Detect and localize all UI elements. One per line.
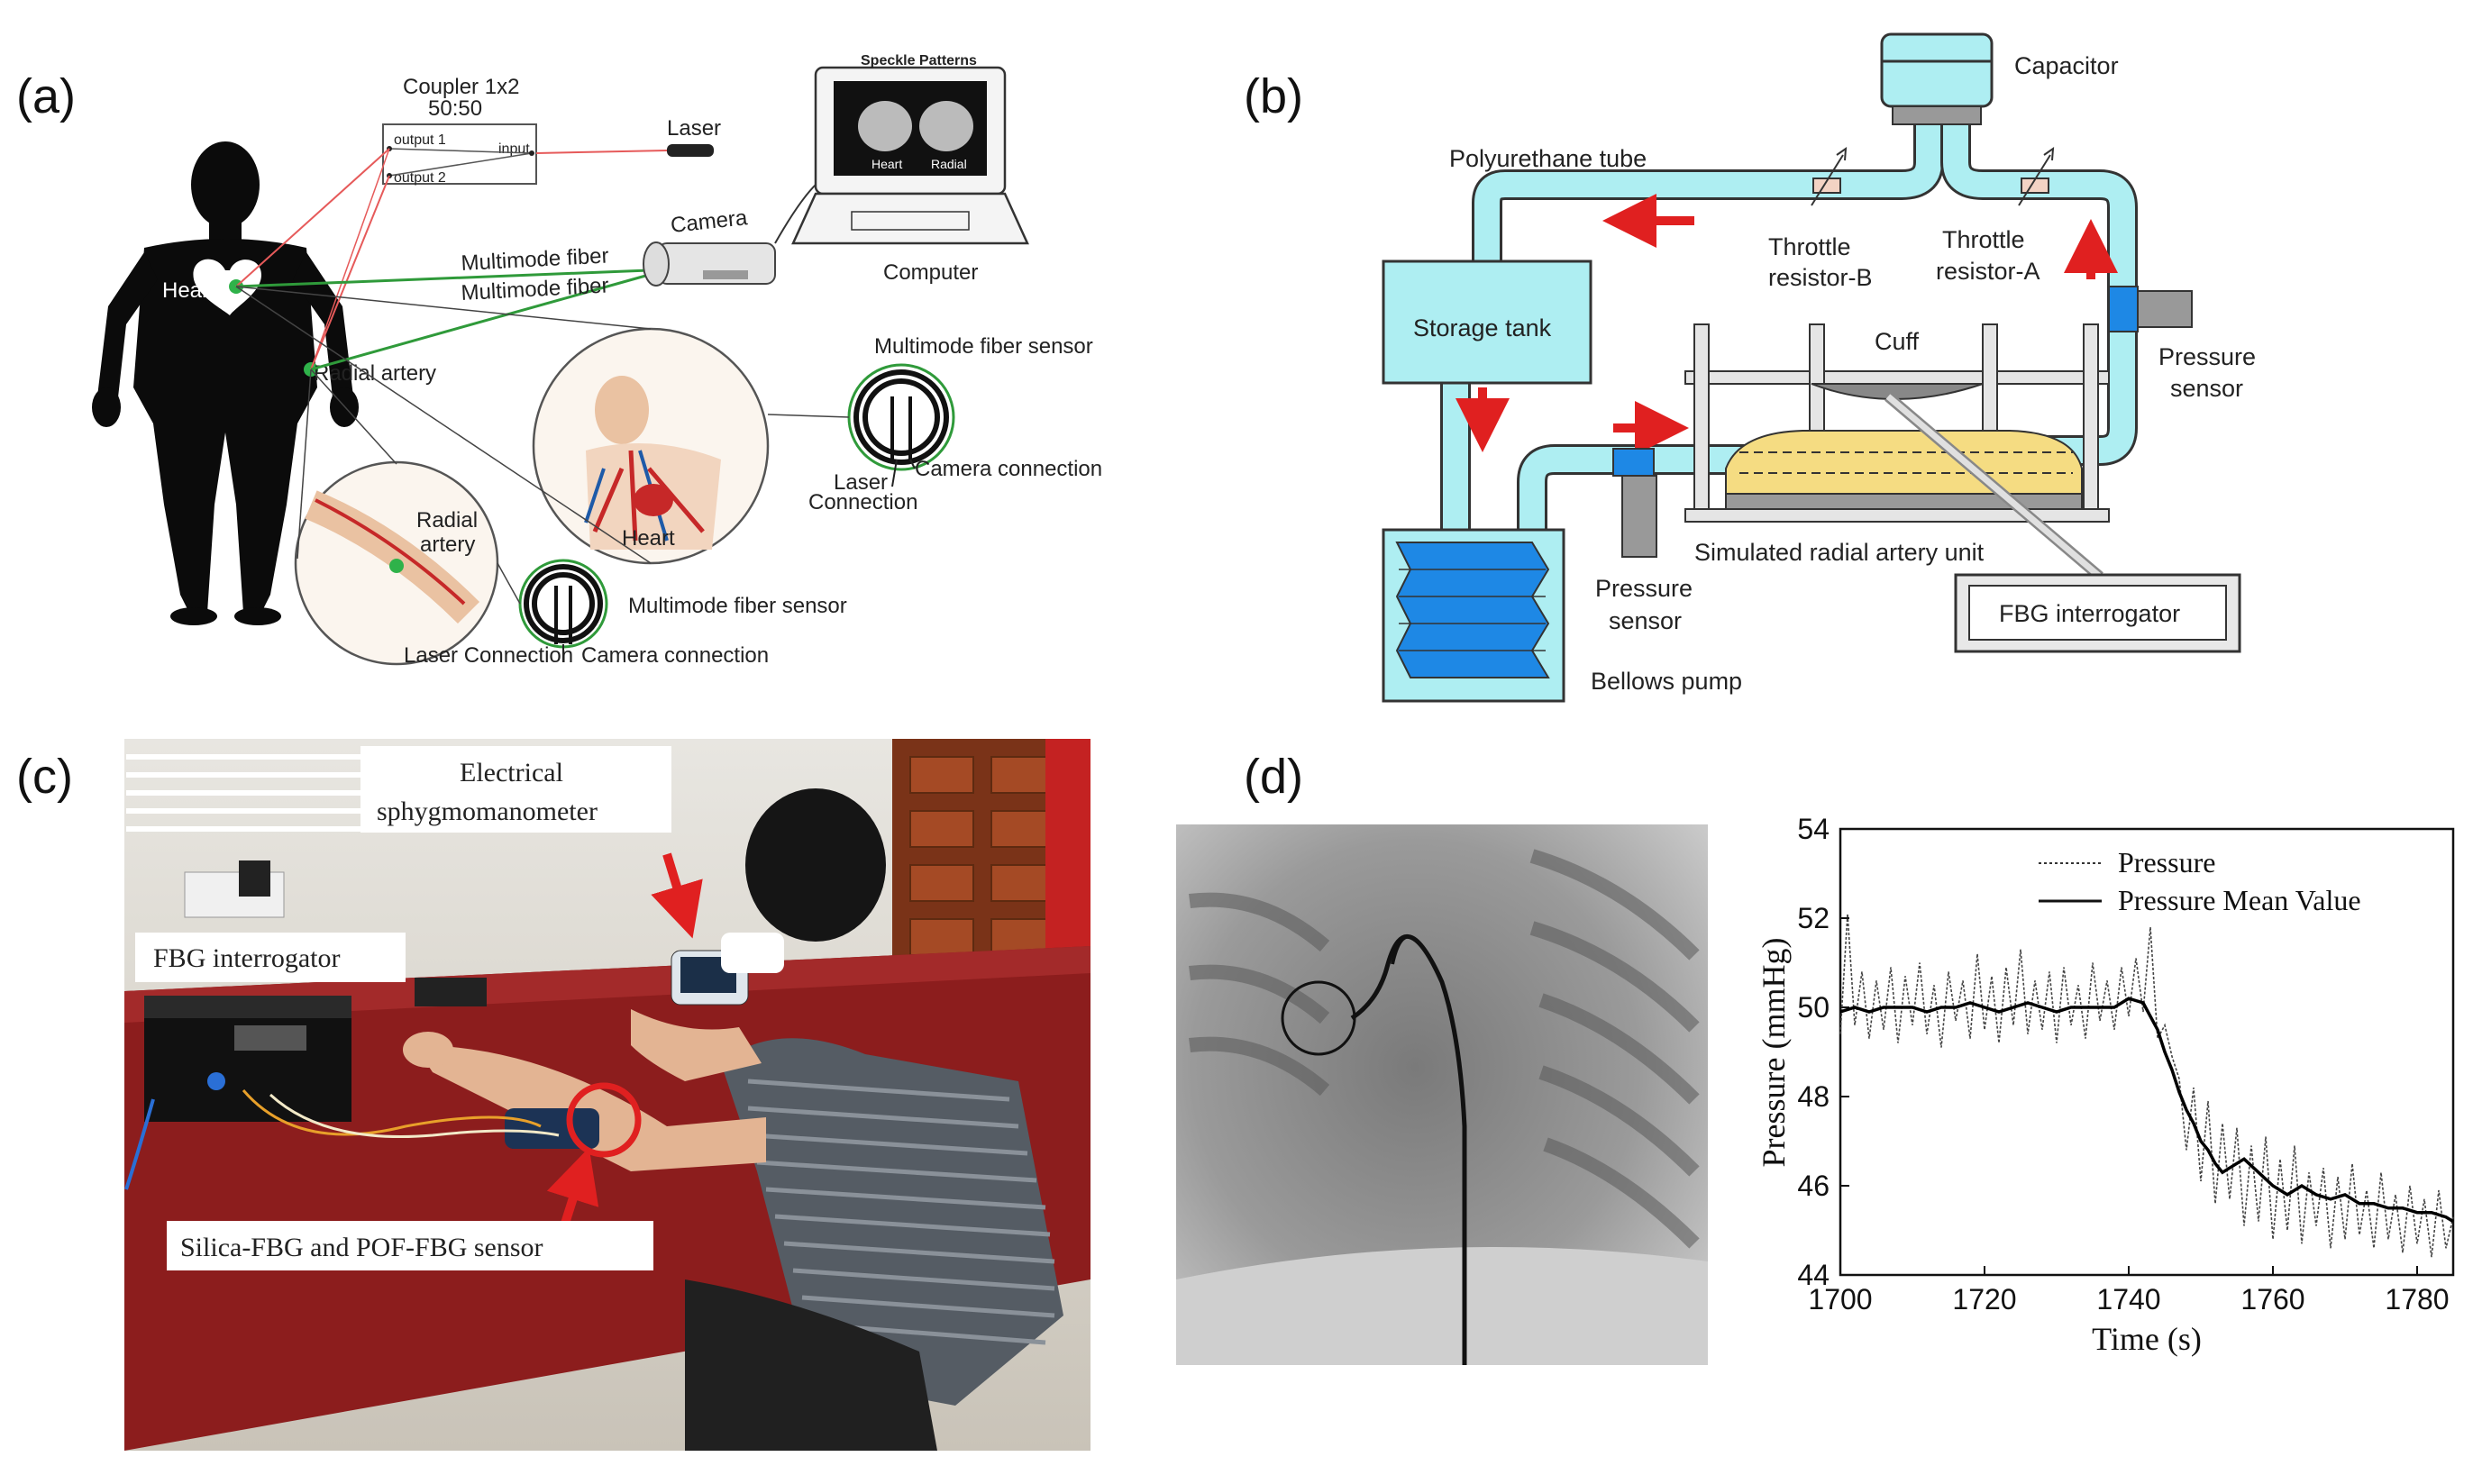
- screen-heart-label: Heart: [871, 157, 902, 171]
- y-tick-label: 46: [1797, 1170, 1830, 1202]
- sphygmo-label-box: [360, 746, 671, 833]
- pressure-sensor-right-label-1: Pressure: [2158, 343, 2256, 370]
- panel-b-letter: (b): [1244, 69, 1303, 123]
- throttle-resistor-a: [2018, 146, 2055, 206]
- camera-icon: [643, 241, 776, 287]
- chart-ticks: 1700 1720 1740 1760 1780 44 46 48 50 52 54: [1797, 813, 2449, 1316]
- pressure-sensor-left-label-1: Pressure: [1595, 575, 1693, 602]
- speckle-patterns-label: Speckle Patterns: [861, 53, 977, 68]
- panel-a-letter: (a): [16, 69, 76, 123]
- throttle-b-label-1: Throttle: [1768, 233, 1851, 260]
- pressure-sensor-left-label-2: sensor: [1609, 607, 1682, 634]
- y-tick-label: 54: [1797, 813, 1830, 845]
- throttle-a-label-1: Throttle: [1942, 226, 2025, 253]
- coupler-output2: output 2: [394, 170, 446, 186]
- radial-inset-label-1: Radial: [416, 508, 478, 533]
- coupler-output1: output 1: [394, 132, 446, 148]
- series-pressure-line: [1839, 913, 2454, 1258]
- x-tick-label: 1740: [2096, 1283, 2160, 1316]
- pressure-sensor-right: [2108, 286, 2193, 332]
- screen-radial-label: Radial: [931, 157, 967, 171]
- pressure-sensor-right-label-2: sensor: [2170, 375, 2243, 402]
- computer-label: Computer: [883, 260, 978, 285]
- multimode-fiber-label-2: Multimode fiber: [461, 273, 609, 305]
- storage-tank-label: Storage tank: [1413, 314, 1552, 341]
- chart-xlabel: Time (s): [2092, 1321, 2202, 1357]
- pressure-sensor-left: [1612, 448, 1657, 558]
- throttle-a-label-2: resistor-A: [1936, 258, 2040, 285]
- camera-label: Camera: [670, 205, 749, 238]
- x-tick-label: 1700: [1808, 1283, 1872, 1316]
- bellows-pump-label: Bellows pump: [1591, 668, 1742, 695]
- mm-fiber-sensor-bottom: [518, 559, 608, 649]
- y-tick-label: 52: [1797, 902, 1830, 934]
- cuff-label: Cuff: [1875, 328, 1920, 355]
- x-tick-label: 1780: [2385, 1283, 2449, 1316]
- camera-connection-bottom: Camera connection: [581, 643, 769, 668]
- series-pressure-mean-line: [1839, 997, 2454, 1224]
- fbg-interrogator-c-label: FBG interrogator: [153, 943, 340, 973]
- capacitor: [1880, 32, 1994, 125]
- chart-legend: Pressure Pressure Mean Value: [2039, 846, 2361, 916]
- photo-experiment: [124, 739, 1090, 1451]
- xray-circle-marker: [1281, 980, 1356, 1056]
- sensor-label: Silica-FBG and POF-FBG sensor: [180, 1233, 543, 1262]
- laser-connection-top-2: Connection: [808, 490, 917, 514]
- throttle-b-label-2: resistor-B: [1768, 264, 1873, 291]
- panel-c: (c): [16, 739, 1090, 1451]
- mm-sensor-bottom-label: Multimode fiber sensor: [628, 594, 847, 618]
- y-tick-label: 50: [1797, 991, 1830, 1024]
- sensor-label-box: [167, 1221, 653, 1270]
- coupler-title: Coupler 1x2: [403, 75, 519, 99]
- fbg-interrogator-b-label: FBG interrogator: [1999, 600, 2180, 627]
- heart-shape: [193, 259, 261, 315]
- heart-inset-label: Heart: [622, 526, 675, 551]
- storage-tank: [1382, 259, 1592, 385]
- laser-device: [667, 144, 714, 157]
- simulated-unit-label: Simulated radial artery unit: [1694, 539, 1985, 566]
- x-tick-label: 1760: [2240, 1283, 2304, 1316]
- legend-mean-label: Pressure Mean Value: [2118, 884, 2361, 916]
- camera-connection-top: Camera connection: [915, 457, 1102, 481]
- mm-fiber-sensor-top: [847, 363, 955, 471]
- chart-series: [1839, 913, 2454, 1258]
- multimode-fiber-label-1: Multimode fiber: [461, 243, 609, 276]
- coupler-box: [382, 123, 537, 185]
- chart-ylabel: Pressure (mmHg): [1756, 938, 1792, 1168]
- radial-artery-label: Radial artery: [314, 361, 436, 386]
- mm-sensor-top-label: Multimode fiber sensor: [874, 334, 1093, 359]
- fbg-label-box: [135, 933, 406, 982]
- panel-b: (b) Capacitor Polyurethane tube: [1244, 32, 2256, 703]
- panel-d-letter: (d): [1244, 750, 1303, 804]
- arrow-to-sphygmo: [651, 852, 703, 939]
- radial-inset-label-2: artery: [420, 533, 475, 557]
- laser-label: Laser: [667, 116, 721, 141]
- panel-c-letter: (c): [16, 750, 73, 804]
- cuff-frame: [1684, 323, 2110, 581]
- tube-network: [1440, 97, 2138, 547]
- y-tick-label: 48: [1797, 1080, 1830, 1113]
- heart-label: Heart: [162, 278, 215, 303]
- pressure-chart: 1700 1720 1740 1760 1780 44 46 48 50 52 54 Pressur…: [1756, 813, 2455, 1357]
- throttle-resistor-b: [1811, 146, 1848, 206]
- chart-frame: [1839, 827, 2455, 1277]
- capacitor-label: Capacitor: [2014, 52, 2119, 79]
- sphygmo-label-2: sphygmomanometer: [377, 797, 598, 826]
- panel-d: (d) 1700 1720 1740 1760 1780 44 46 48 50 52 54 Pre…: [1176, 750, 2455, 1365]
- coupler-ratio: 50:50: [428, 96, 482, 121]
- laser-connection-top-1: Laser: [834, 470, 888, 495]
- xray-image: [1176, 824, 1708, 1365]
- polyurethane-tube-label: Polyurethane tube: [1449, 145, 1647, 172]
- bellows-pump: [1382, 528, 1565, 703]
- x-tick-label: 1720: [1952, 1283, 2016, 1316]
- laser-connection-bottom: Laser Connection: [404, 643, 573, 668]
- panel-a: (a) Heart Radial artery Coupler 1x2 50:5…: [16, 53, 1102, 668]
- legend-pressure-label: Pressure: [2118, 846, 2215, 879]
- y-tick-label: 44: [1797, 1259, 1830, 1291]
- computer-icon: [791, 66, 1029, 245]
- sensor-highlight-circle: [566, 1082, 642, 1158]
- sphygmo-label-1: Electrical: [460, 758, 563, 788]
- human-silhouette: [92, 141, 359, 625]
